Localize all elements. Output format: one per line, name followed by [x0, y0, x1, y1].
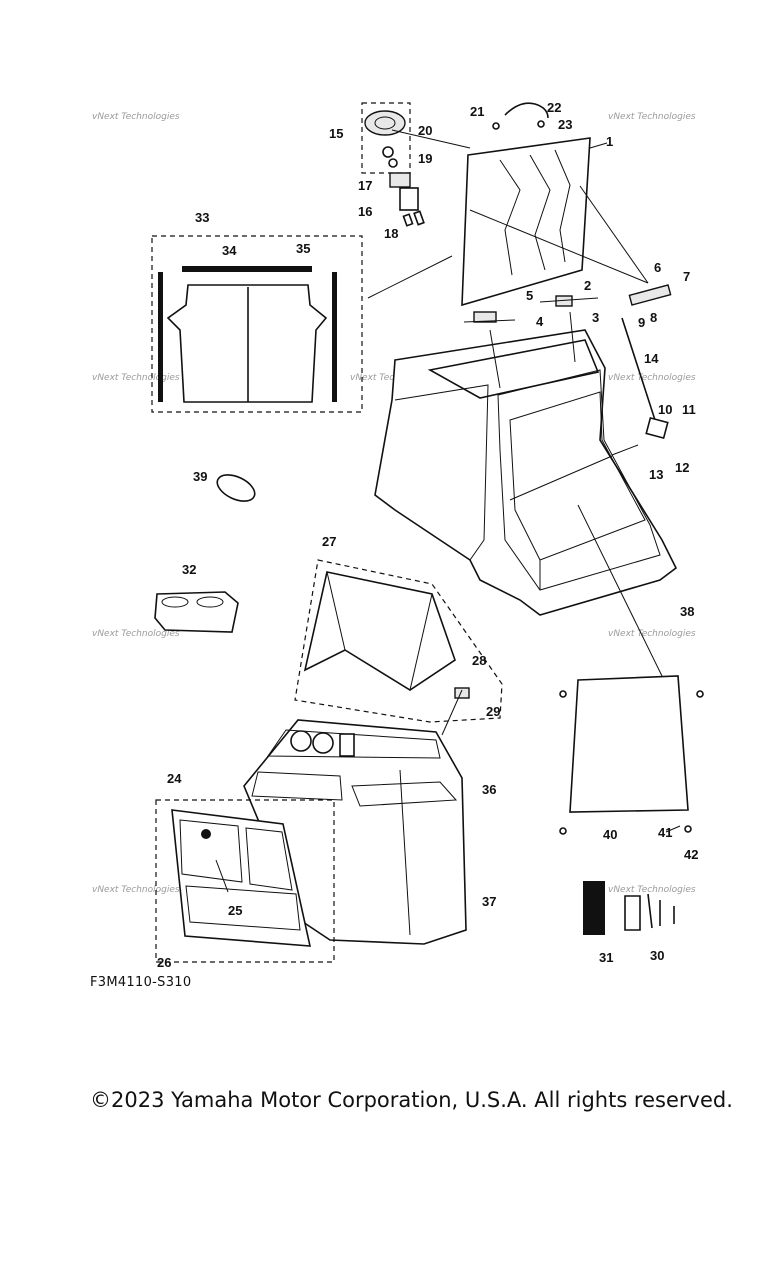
callout-5: 5 — [526, 288, 533, 303]
console-body — [243, 719, 467, 945]
callout-34: 34 — [222, 243, 237, 258]
tools — [583, 881, 675, 935]
latch-bracket — [399, 187, 419, 211]
callout-13: 13 — [649, 467, 663, 482]
callouts: 1 2 3 4 5 6 7 8 9 10 11 12 13 14 15 16 1… — [157, 100, 698, 970]
callout-39: 39 — [193, 469, 207, 484]
callout-8: 8 — [650, 310, 657, 325]
callout-19: 19 — [418, 151, 432, 166]
glovebox-inset — [155, 799, 335, 963]
cup-holder — [154, 591, 239, 633]
callout-1: 1 — [606, 134, 613, 149]
callout-31: 31 — [599, 950, 613, 965]
callout-4: 4 — [536, 314, 544, 329]
callout-21: 21 — [470, 104, 484, 119]
watermark: vNext Technologies — [92, 885, 180, 895]
watermark: vNext Technologies — [92, 629, 180, 639]
strut-bracket-upper — [628, 284, 672, 306]
rear-seal — [559, 675, 704, 835]
trim-strip-top — [182, 266, 312, 272]
watermark: vNext Technologies — [92, 373, 180, 383]
dash-panel-inset — [294, 559, 503, 723]
callout-2: 2 — [584, 278, 591, 293]
callout-28: 28 — [472, 653, 486, 668]
strut-bracket-lower — [645, 416, 669, 440]
callout-20: 20 — [418, 123, 432, 138]
callout-7: 7 — [683, 269, 690, 284]
callout-32: 32 — [182, 562, 196, 577]
watermark: vNext Technologies — [608, 112, 696, 122]
callout-17: 17 — [358, 178, 372, 193]
cup-holder-tray — [154, 591, 239, 633]
callout-30: 30 — [650, 948, 664, 963]
tool-pouch — [583, 881, 605, 935]
gas-strut — [621, 317, 656, 421]
hinge — [473, 311, 497, 323]
glovebox-frame — [171, 809, 312, 947]
callout-25: 25 — [228, 903, 242, 918]
callout-10: 10 — [658, 402, 672, 417]
callout-6: 6 — [654, 260, 661, 275]
leader-lines — [215, 129, 681, 893]
windshield — [461, 102, 591, 307]
latch-plate — [389, 172, 411, 188]
dash-panel — [303, 571, 456, 691]
interior-panel-inset — [151, 235, 363, 413]
washer — [382, 146, 394, 158]
callout-33: 33 — [195, 210, 209, 225]
bracket — [454, 687, 470, 699]
callout-35: 35 — [296, 241, 310, 256]
callout-14: 14 — [644, 351, 659, 366]
watermark: vNext Technologies — [608, 629, 696, 639]
bolt — [402, 213, 414, 227]
headliner-panel — [166, 284, 328, 403]
trim-strip-right — [332, 272, 337, 402]
callout-40: 40 — [603, 827, 617, 842]
interior-inset-box — [151, 235, 363, 413]
callout-26: 26 — [157, 955, 171, 970]
dome-lamp — [216, 474, 256, 502]
callout-41: 41 — [658, 825, 672, 840]
callout-9: 9 — [638, 315, 645, 330]
callout-22: 22 — [547, 100, 561, 115]
console — [243, 719, 467, 945]
figure-code: F3M4110-S310 — [90, 975, 192, 990]
callout-3: 3 — [592, 310, 599, 325]
callout-23: 23 — [558, 117, 572, 132]
parts-diagram: vNext Technologies vNext Technologies vN… — [92, 100, 704, 970]
callout-12: 12 — [675, 460, 689, 475]
wrench — [624, 895, 641, 931]
glovebox-inset-box — [155, 799, 335, 963]
callout-24: 24 — [167, 771, 182, 786]
hinges — [463, 284, 672, 440]
latch-head — [364, 110, 406, 136]
grab-handle — [504, 102, 549, 119]
callout-18: 18 — [384, 226, 398, 241]
callout-11: 11 — [682, 402, 696, 417]
windshield-panel — [461, 137, 591, 307]
callout-37: 37 — [482, 894, 496, 909]
bolt — [413, 210, 425, 226]
nut — [388, 158, 398, 168]
latch-assembly — [361, 102, 425, 227]
dash-inset-box — [294, 559, 503, 723]
callout-15: 15 — [329, 126, 343, 141]
trim-strip-left — [158, 272, 163, 402]
callout-29: 29 — [486, 704, 500, 719]
cab-shell — [374, 329, 678, 616]
callout-38: 38 — [680, 604, 694, 619]
latch-inset-box — [361, 102, 411, 174]
watermark: vNext Technologies — [608, 373, 696, 383]
copyright-notice: ©2023 Yamaha Motor Corporation, U.S.A. A… — [90, 1088, 733, 1112]
callout-42: 42 — [684, 847, 698, 862]
seal-gasket — [569, 675, 689, 813]
callout-16: 16 — [358, 204, 372, 219]
watermark: vNext Technologies — [608, 885, 696, 895]
watermark: vNext Technologies — [92, 112, 180, 122]
callout-27: 27 — [322, 534, 336, 549]
lamp — [216, 474, 256, 502]
callout-36: 36 — [482, 782, 496, 797]
